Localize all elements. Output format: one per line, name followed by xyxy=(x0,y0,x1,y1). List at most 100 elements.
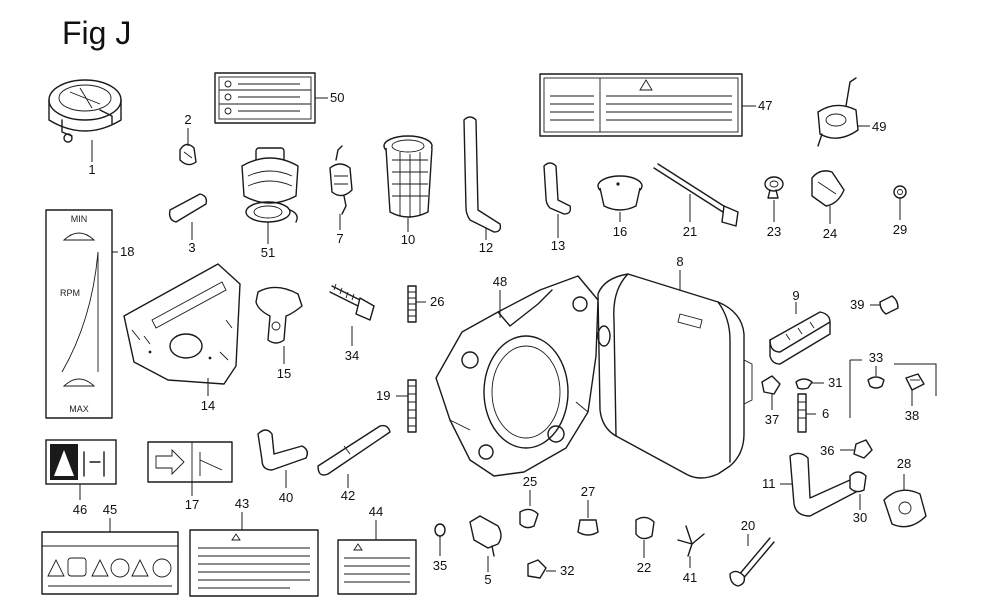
callout-51: 51 xyxy=(261,245,275,260)
callout-44: 44 xyxy=(369,504,383,519)
callout-39: 39 xyxy=(850,297,864,312)
part-31-clip xyxy=(795,378,824,390)
part-19-stud xyxy=(396,379,417,433)
callout-48: 48 xyxy=(493,274,507,289)
callout-32: 32 xyxy=(560,563,574,578)
callout-34: 34 xyxy=(345,348,359,363)
part-38-fitting xyxy=(905,373,925,406)
callout-33: 33 xyxy=(869,350,883,365)
callout-42: 42 xyxy=(341,488,355,503)
part-16-plug xyxy=(597,175,643,222)
part-11-hose xyxy=(780,452,858,517)
part-13-elbow xyxy=(543,162,572,238)
part-37-grommet xyxy=(761,375,781,410)
callout-11: 11 xyxy=(762,476,776,491)
callout-40: 40 xyxy=(279,490,293,505)
part-29-nut xyxy=(893,185,907,220)
callout-46: 46 xyxy=(73,502,87,517)
part-5-valve xyxy=(469,515,502,572)
part-23-clamp xyxy=(764,176,784,222)
rpm-decal-rpm: RPM xyxy=(60,288,80,298)
part-43-label xyxy=(189,512,319,597)
callout-5: 5 xyxy=(484,572,491,587)
callout-36: 36 xyxy=(820,443,834,458)
callout-27: 27 xyxy=(581,484,595,499)
part-32-nut xyxy=(527,559,556,579)
callout-37: 37 xyxy=(765,412,779,427)
callout-23: 23 xyxy=(767,224,781,239)
part-36-nut xyxy=(840,439,873,459)
callout-20: 20 xyxy=(741,518,755,533)
part-26-stud xyxy=(407,285,426,323)
part-2-clip xyxy=(179,128,197,166)
part-25-clip xyxy=(519,490,539,529)
callout-12: 12 xyxy=(479,240,493,255)
part-45-warning-strip xyxy=(41,518,179,595)
part-41-wire-clip xyxy=(677,525,705,568)
part-17-label xyxy=(147,441,233,496)
part-51-fuel-cap xyxy=(241,147,299,244)
part-21-bolt xyxy=(653,163,739,227)
part-1-fuel-valve xyxy=(48,79,122,162)
callout-9: 9 xyxy=(792,288,799,303)
part-14-heat-shield xyxy=(123,263,241,396)
callout-15: 15 xyxy=(277,366,291,381)
callout-22: 22 xyxy=(637,560,651,575)
figure-title: Fig J xyxy=(62,15,131,51)
part-15-t-handle xyxy=(255,286,303,364)
part-22-cap xyxy=(635,516,655,558)
part-6-pin xyxy=(797,393,816,433)
callout-49: 49 xyxy=(872,119,886,134)
callout-17: 17 xyxy=(185,497,199,512)
part-12-tube xyxy=(463,116,502,240)
callout-26: 26 xyxy=(430,294,444,309)
callout-45: 45 xyxy=(103,502,117,517)
callout-31: 31 xyxy=(828,375,842,390)
part-9-foam xyxy=(769,302,831,365)
part-49-switch xyxy=(817,77,870,147)
callout-21: 21 xyxy=(683,224,697,239)
callout-3: 3 xyxy=(188,240,195,255)
part-30-clamp xyxy=(849,471,867,510)
part-47-label xyxy=(539,73,756,137)
part-48-flange xyxy=(435,275,599,477)
part-8-cover xyxy=(597,270,753,479)
callout-29: 29 xyxy=(893,222,907,237)
callout-6: 6 xyxy=(822,406,829,421)
callout-13: 13 xyxy=(551,238,565,253)
part-35-washer xyxy=(434,523,446,556)
part-33-clip xyxy=(867,366,885,389)
callout-47: 47 xyxy=(758,98,772,113)
part-27-grommet xyxy=(577,500,599,536)
part-3-tube xyxy=(168,193,208,240)
callout-18: 18 xyxy=(120,244,134,259)
callout-2: 2 xyxy=(184,112,191,127)
callout-30: 30 xyxy=(853,510,867,525)
part-44-label xyxy=(337,520,417,595)
part-28-flange-nut xyxy=(883,474,927,528)
part-42-hose xyxy=(317,424,391,488)
rpm-decal-max: MAX xyxy=(69,404,89,414)
callout-19: 19 xyxy=(376,388,390,403)
callout-1: 1 xyxy=(88,162,95,177)
part-18-rpm-decal: MIN RPM MAX xyxy=(45,209,118,419)
callout-labels: 1 2 3 5 6 7 8 9 10 11 12 13 14 15 16 17 … xyxy=(73,90,919,587)
part-50-label xyxy=(214,72,328,124)
callout-50: 50 xyxy=(330,90,344,105)
callout-41: 41 xyxy=(683,570,697,585)
part-7-fuel-filter xyxy=(329,145,353,230)
callout-24: 24 xyxy=(823,226,837,241)
part-24-bracket xyxy=(811,170,845,224)
callout-14: 14 xyxy=(201,398,215,413)
part-40-hose xyxy=(257,429,309,488)
part-20-bolt xyxy=(729,534,775,587)
rpm-decal-min: MIN xyxy=(71,214,88,224)
part-10-strainer xyxy=(383,135,433,232)
part-39-bushing xyxy=(870,295,899,315)
callout-43: 43 xyxy=(235,496,249,511)
callout-8: 8 xyxy=(676,254,683,269)
callout-38: 38 xyxy=(905,408,919,423)
callout-7: 7 xyxy=(336,231,343,246)
callout-25: 25 xyxy=(523,474,537,489)
